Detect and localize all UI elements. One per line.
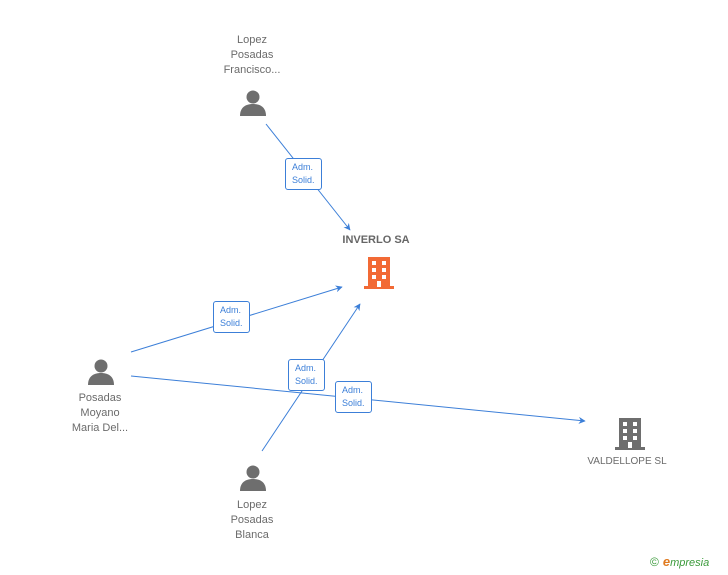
edge-role-line: Solid.	[292, 175, 315, 185]
edge-role-line: Solid.	[342, 398, 365, 408]
edge-label-francisco-inverlo[interactable]: Adm. Solid.	[285, 158, 322, 190]
company-label-valdellope[interactable]: VALDELLOPE SL	[587, 456, 667, 467]
person-label-lopez-francisco[interactable]: Lopez Posadas Francisco...	[224, 33, 281, 78]
person-icon[interactable]	[238, 88, 268, 118]
edge-label-maria-inverlo[interactable]: Adm. Solid.	[213, 301, 250, 333]
person-icon[interactable]	[86, 357, 116, 387]
edge-role-line: Adm.	[292, 162, 314, 172]
person-name-line: Lopez	[237, 34, 267, 46]
edge-label-blanca-inverlo[interactable]: Adm. Solid.	[288, 359, 325, 391]
company-label-inverlo[interactable]: INVERLO SA	[342, 234, 410, 246]
building-icon[interactable]	[613, 416, 647, 452]
person-name-line: Francisco...	[223, 64, 281, 76]
brand-initial: e	[662, 554, 671, 569]
person-name-line: Posadas	[230, 514, 274, 526]
person-label-posadas-maria[interactable]: Posadas Moyano Maria Del...	[72, 391, 128, 436]
person-name-line: Moyano	[80, 407, 120, 419]
person-label-lopez-blanca[interactable]: Lopez Posadas Blanca	[231, 498, 274, 543]
person-name-line: Posadas	[78, 392, 122, 404]
person-name-line: Posadas	[230, 49, 274, 61]
edge-role-line: Adm.	[220, 305, 242, 315]
person-name-line: Lopez	[237, 499, 267, 511]
copyright-symbol: ©	[650, 555, 659, 569]
building-icon[interactable]	[362, 255, 396, 291]
edge-role-line: Solid.	[220, 318, 243, 328]
edge-label-maria-valdellope[interactable]: Adm. Solid.	[335, 381, 372, 413]
edge-role-line: Adm.	[342, 385, 364, 395]
brand-name: mpresia	[670, 557, 710, 569]
empresia-logo[interactable]: ©empresia	[650, 554, 709, 569]
person-name-line: Maria Del...	[71, 422, 129, 434]
edge-role-line: Solid.	[295, 376, 318, 386]
person-icon[interactable]	[238, 463, 268, 493]
edge-role-line: Adm.	[295, 363, 317, 373]
person-name-line: Blanca	[235, 529, 269, 541]
